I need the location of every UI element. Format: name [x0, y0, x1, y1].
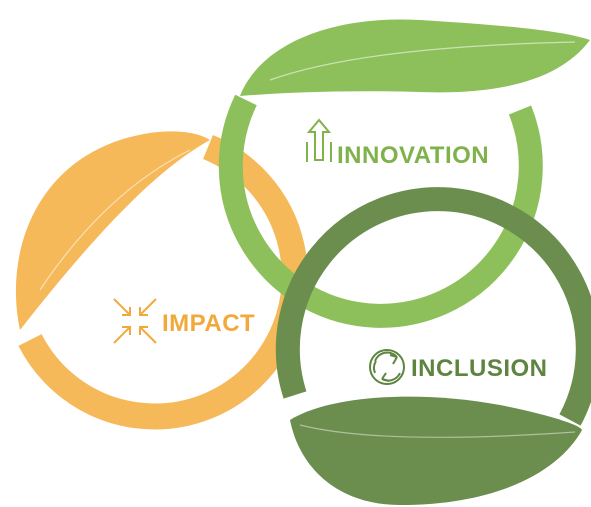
- arrow-up-icon: [306, 118, 332, 162]
- inclusion-leaf-vein: [299, 424, 576, 438]
- innovation-ring: [218, 94, 543, 328]
- impact-leaf-vein: [39, 149, 191, 291]
- impact-circle: [15, 131, 308, 430]
- impact-ring: [18, 134, 308, 430]
- impact-leaf: [15, 131, 210, 330]
- innovation-leaf-vein: [269, 41, 576, 81]
- innovation-circle: [218, 19, 590, 328]
- innovation-label: INNOVATION: [337, 142, 489, 169]
- impact-label: IMPACT: [162, 310, 255, 337]
- inclusion-ring: [275, 187, 591, 426]
- recycle-arrows-icon: [369, 349, 405, 385]
- inclusion-circle: [275, 187, 591, 505]
- inclusion-leaf: [290, 396, 582, 505]
- innovation-leaf: [240, 19, 590, 96]
- inclusion-label: INCLUSION: [411, 355, 548, 382]
- arrows-converging-icon: [113, 298, 157, 344]
